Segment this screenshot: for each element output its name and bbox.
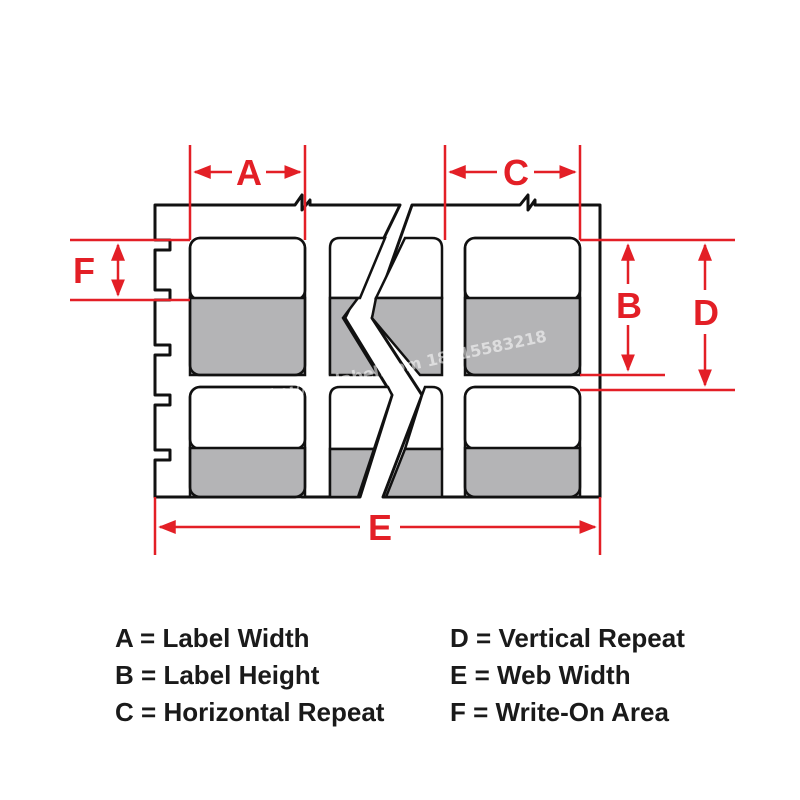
label-r2c3-print xyxy=(463,446,582,499)
label-r1c2-right-write-on xyxy=(374,236,444,300)
label-r2c2-right-write-on xyxy=(403,385,444,451)
label-r2c2-right-print xyxy=(384,447,444,499)
legend-item-d: D = Vertical Repeat xyxy=(450,620,685,657)
legend-key: F xyxy=(450,697,466,727)
legend-label: Vertical Repeat xyxy=(498,623,685,653)
legend-item-b: B = Label Height xyxy=(115,657,319,694)
label-r2c3-outline xyxy=(463,385,582,499)
label-r1c2-write-on xyxy=(328,236,387,375)
dim-label-a: A xyxy=(236,152,262,193)
legend: A = Label Width B = Label Height C = Hor… xyxy=(115,620,755,735)
legend-item-f: F = Write-On Area xyxy=(450,694,669,731)
dim-label-f: F xyxy=(73,250,95,291)
legend-item-a: A = Label Width xyxy=(115,620,310,657)
legend-key: E xyxy=(450,660,468,690)
legend-eq: = xyxy=(141,697,157,727)
legend-key: C xyxy=(115,697,134,727)
legend-label: Horizontal Repeat xyxy=(163,697,385,727)
dim-label-b: B xyxy=(616,285,642,326)
label-r1c3-outline xyxy=(463,236,582,377)
legend-eq: = xyxy=(476,623,492,653)
legend-key: B xyxy=(115,660,134,690)
label-r2c1-print xyxy=(188,446,307,499)
extension-lines xyxy=(70,145,735,555)
legend-eq: = xyxy=(473,697,489,727)
dim-label-d: D xyxy=(693,292,719,333)
label-r2c1-outline xyxy=(188,385,307,499)
legend-key: A xyxy=(115,623,133,653)
legend-eq: = xyxy=(474,660,490,690)
legend-key: D xyxy=(450,623,469,653)
label-r2c2-print xyxy=(328,447,376,499)
legend-label: Label Height xyxy=(163,660,320,690)
dimension-arrows xyxy=(111,165,712,534)
legend-eq: = xyxy=(141,660,157,690)
label-r2c2-write-on xyxy=(328,385,394,497)
legend-label: Write-On Area xyxy=(495,697,669,727)
legend-label: Web Width xyxy=(497,660,631,690)
labels-middle xyxy=(328,236,444,499)
legend-eq: = xyxy=(140,623,156,653)
dim-label-c: C xyxy=(503,152,529,193)
label-r2c3-write-on xyxy=(463,385,582,451)
label-r1c2-print xyxy=(328,296,381,377)
label-r1c2-right-print xyxy=(370,296,444,377)
label-r1c1-write-on xyxy=(188,236,307,302)
dim-label-e: E xyxy=(368,507,392,548)
label-r1c1-print xyxy=(188,296,307,377)
label-r1c1-outline xyxy=(188,236,307,377)
label-r1c3-write-on xyxy=(463,236,582,302)
legend-item-e: E = Web Width xyxy=(450,657,631,694)
labels xyxy=(188,236,582,499)
label-dimension-diagram: A C F B D E 博尔杰 http://prelabel.com 1801… xyxy=(70,145,735,555)
legend-item-c: C = Horizontal Repeat xyxy=(115,694,384,731)
legend-label: Label Width xyxy=(162,623,310,653)
